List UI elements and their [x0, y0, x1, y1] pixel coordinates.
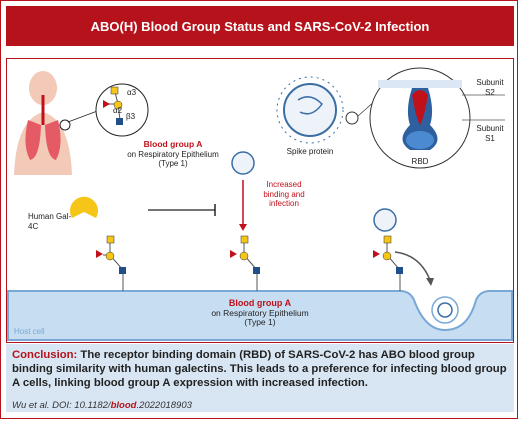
- page-title: ABO(H) Blood Group Status and SARS-CoV-2…: [6, 6, 514, 46]
- link-a3: α3: [127, 88, 137, 97]
- internalized-virus: [431, 296, 459, 324]
- citation-suffix: .2022018903: [136, 400, 192, 411]
- galectin-label: Human Gal-4C: [28, 212, 72, 231]
- spike-virus-icon: [276, 76, 344, 144]
- galectin-icon: [70, 196, 216, 218]
- glycan-callout: [95, 83, 149, 137]
- conclusion-text: The receptor binding domain (RBD) of SAR…: [12, 349, 507, 389]
- citation[interactable]: Wu et al. DOI: 10.1182/blood.2022018903: [12, 400, 192, 411]
- citation-journal: blood: [110, 400, 137, 411]
- increase-label: Increased binding and infection: [263, 180, 305, 208]
- virus-middle-icon: [231, 151, 255, 175]
- subunit-s2-label: Subunit S2: [476, 78, 504, 97]
- glycan-middle: [230, 235, 260, 291]
- subunit-s1-label: Subunit S1: [476, 124, 504, 143]
- cell-membrane: [7, 290, 513, 341]
- conclusion-box: Conclusion: The receptor binding domain …: [6, 344, 514, 412]
- respiratory-person-illustration: [14, 71, 101, 175]
- citation-prefix: Wu et al. DOI: 10.1182/: [12, 400, 111, 411]
- host-cell-label: Host cell: [14, 327, 45, 336]
- link-b3: β3: [126, 112, 136, 121]
- bloodgroup-top-label: Blood group A on Respiratory Epithelium …: [127, 139, 219, 168]
- virus-right-icon: [373, 208, 397, 232]
- spike-protein-label: Spike protein: [286, 147, 334, 156]
- spike-protein-zoom: [369, 67, 505, 169]
- link-a2: α2: [113, 106, 123, 115]
- glycan-right: [373, 235, 403, 291]
- rbd-label: RBD: [411, 157, 429, 166]
- conclusion-lead: Conclusion:: [12, 349, 78, 361]
- glycan-left: [96, 235, 126, 291]
- bloodgroup-membrane-label: Blood group A on Respiratory Epithelium …: [211, 298, 309, 327]
